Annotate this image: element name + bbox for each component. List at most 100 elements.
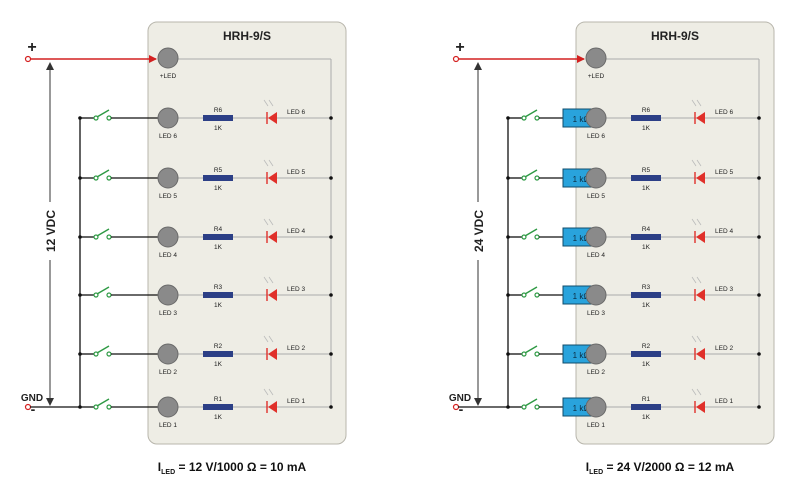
onboard-resistor [203, 292, 233, 298]
led-ray-icon [696, 276, 702, 284]
led-ray-icon [691, 218, 697, 226]
led-diode-icon [696, 401, 705, 413]
resistor-value: 1K [642, 361, 651, 368]
formula-symbol: I [586, 460, 589, 474]
resistor-value: 1K [214, 185, 223, 192]
switch-contact [534, 175, 540, 181]
minus-terminal-label: - [31, 401, 36, 417]
led-diode-icon [696, 112, 705, 124]
switch-contact [106, 404, 112, 410]
led-ray-icon [263, 159, 269, 167]
plus-terminal [24, 55, 32, 63]
formula-symbol: I [158, 460, 161, 474]
resistor-designator: R5 [642, 167, 651, 174]
led-diode-icon [268, 231, 277, 243]
hrh-board [147, 21, 347, 445]
plus-led-label: +LED [160, 73, 177, 80]
led-ray-icon [691, 99, 697, 107]
led-ray-icon [263, 335, 269, 343]
trace-junction [757, 293, 761, 297]
plus-led-pad [585, 47, 607, 69]
external-resistor-label: 1 kΩ [573, 175, 590, 184]
trace-junction [329, 235, 333, 239]
led-ray-icon [268, 159, 274, 167]
switch-contact [534, 292, 540, 298]
current-formula: ILED = 24 V/2000 Ω = 12 mA [586, 460, 735, 476]
led-ray-icon [263, 218, 269, 226]
led-diode-label: LED 1 [715, 398, 733, 405]
led-diode-icon [696, 172, 705, 184]
led-ray-icon [268, 388, 274, 396]
led-ray-icon [691, 335, 697, 343]
resistor-designator: R2 [642, 343, 651, 350]
switch-contact [534, 115, 540, 121]
led-pad-label: LED 1 [587, 422, 605, 429]
led-diode-label: LED 1 [287, 398, 305, 405]
plus-led-pad [157, 47, 179, 69]
led-ray-icon [696, 335, 702, 343]
led-pad [585, 226, 607, 248]
minus-terminal-label: - [459, 401, 464, 417]
led-pad-label: LED 6 [587, 133, 605, 140]
switch-lever [96, 398, 110, 407]
led-ray-icon [268, 276, 274, 284]
switch-contact [534, 404, 540, 410]
gnd-terminal [24, 403, 32, 411]
led-diode-icon [268, 348, 277, 360]
switch-lever [96, 345, 110, 354]
led-pad-label: LED 4 [587, 252, 605, 259]
trace-junction [757, 405, 761, 409]
resistor-designator: R3 [642, 284, 651, 291]
led-ray-icon [263, 99, 269, 107]
led-ray-icon [268, 335, 274, 343]
led-ray-icon [696, 218, 702, 226]
switch-contact [534, 351, 540, 357]
led-diode-label: LED 5 [287, 169, 305, 176]
led-pad-label: LED 4 [159, 252, 177, 259]
led-pad-label: LED 5 [159, 193, 177, 200]
gnd-label: GND [21, 393, 43, 404]
resistor-value: 1K [214, 302, 223, 309]
led-pad [157, 284, 179, 306]
switch-lever [96, 109, 110, 118]
switch-lever [524, 286, 538, 295]
switch-lever [96, 169, 110, 178]
onboard-resistor [631, 404, 661, 410]
led-pad [157, 226, 179, 248]
switch-lever [96, 228, 110, 237]
external-resistor-label: 1 kΩ [573, 292, 590, 301]
led-diode-label: LED 3 [715, 286, 733, 293]
switch-lever [524, 169, 538, 178]
led-diode-icon [268, 112, 277, 124]
resistor-value: 1K [642, 125, 651, 132]
led-ray-icon [268, 99, 274, 107]
resistor-designator: R3 [214, 284, 223, 291]
trace-junction [757, 235, 761, 239]
resistor-designator: R2 [214, 343, 223, 350]
resistor-value: 1K [642, 414, 651, 421]
led-pad [585, 107, 607, 129]
led-pad-label: LED 6 [159, 133, 177, 140]
led-diode-icon [696, 231, 705, 243]
formula-subscript: LED [161, 469, 175, 476]
led-ray-icon [696, 388, 702, 396]
trace-junction [757, 116, 761, 120]
plus-terminal-label: + [27, 39, 36, 56]
led-ray-icon [691, 276, 697, 284]
switch-contact [106, 292, 112, 298]
resistor-designator: R1 [642, 396, 651, 403]
gnd-label: GND [449, 393, 471, 404]
onboard-resistor [203, 115, 233, 121]
resistor-designator: R5 [214, 167, 223, 174]
led-diode-label: LED 4 [287, 228, 305, 235]
led-pad-label: LED 2 [159, 369, 177, 376]
